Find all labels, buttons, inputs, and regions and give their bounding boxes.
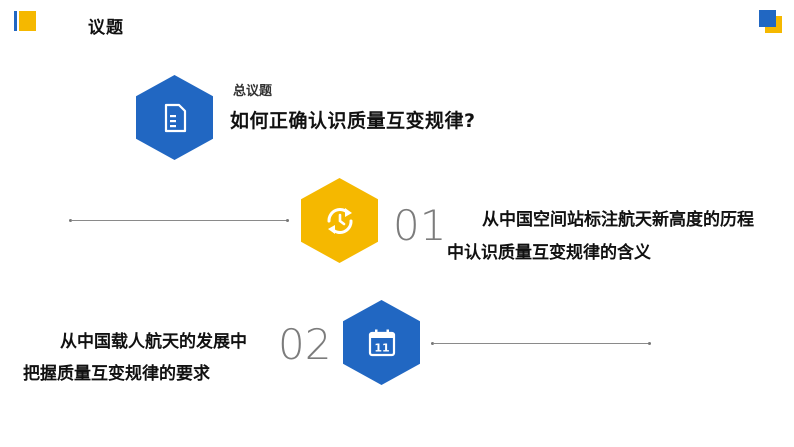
item-2-hexagon: 11 [343, 300, 420, 385]
item-2-line2: 把握质量互变规律的要求 [23, 364, 210, 384]
calendar-icon-number: 11 [374, 341, 389, 354]
corner-accent-right [759, 10, 783, 34]
refresh-clock-icon [327, 207, 352, 234]
connector-line-1 [71, 220, 288, 221]
corner-accent-left [14, 11, 36, 31]
line-dot [431, 342, 434, 345]
page-title: 议题 [88, 18, 124, 38]
topic-hexagon [136, 75, 213, 160]
item-1-line2: 中认识质量互变规律的含义 [447, 243, 651, 263]
item-1-hexagon [301, 178, 378, 263]
line-dot [648, 342, 651, 345]
topic-label: 总议题 [233, 84, 273, 99]
item-2-line1: 从中国载人航天的发展中 [60, 332, 247, 352]
topic-question: 如何正确认识质量互变规律? [230, 110, 476, 132]
line-dot [286, 219, 289, 222]
document-icon [164, 103, 186, 132]
item-2-number: 02 [278, 320, 332, 369]
connector-line-2 [433, 343, 650, 344]
item-1-number: 01 [393, 201, 447, 250]
item-1-line1: 从中国空间站标注航天新高度的历程 [482, 210, 754, 230]
line-dot [69, 219, 72, 222]
calendar-icon: 11 [368, 329, 395, 356]
